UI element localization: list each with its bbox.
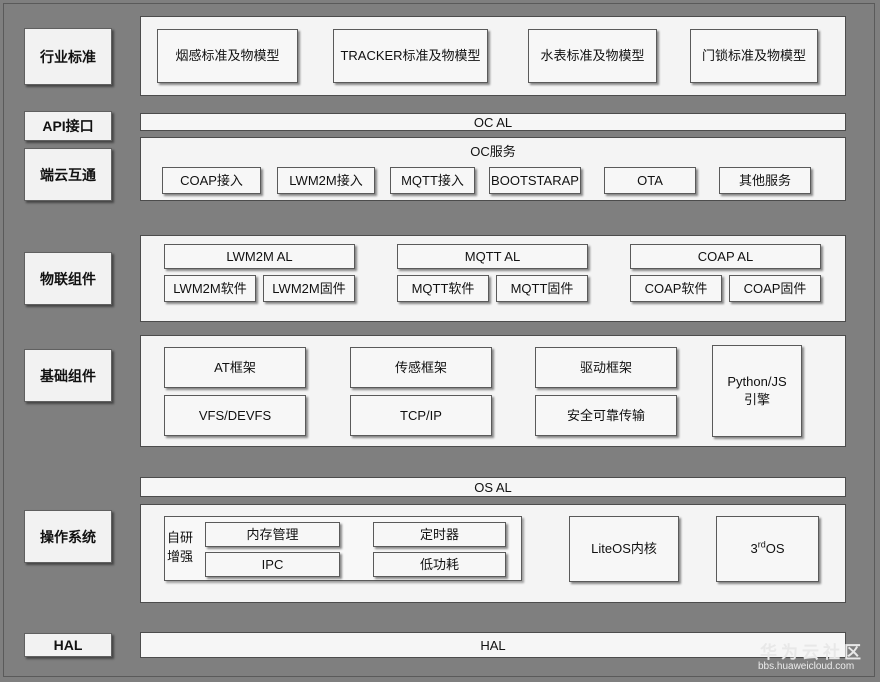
oc-item-bootstrap-label: BOOTSTARAP: [491, 172, 579, 188]
coap-firmware-label: COAP固件: [743, 280, 807, 296]
layer-label-edge-cloud-text: 端云互通: [40, 166, 96, 183]
self-developed-label: 自研 增强: [167, 528, 193, 566]
ipc: IPC: [205, 552, 340, 577]
standard-tracker: TRACKER标准及物模型: [333, 29, 488, 83]
oc-item-lwm2m: LWM2M接入: [277, 167, 375, 194]
coap-al: COAP AL: [630, 244, 821, 269]
lwm2m-firmware: LWM2M固件: [263, 275, 355, 302]
standard-smoke: 烟感标准及物模型: [157, 29, 298, 83]
oc-al-label: OC AL: [473, 114, 513, 130]
oc-al-bar: OC AL: [140, 113, 846, 131]
oc-item-other: 其他服务: [719, 167, 811, 194]
tcp-ip: TCP/IP: [350, 395, 492, 436]
coap-firmware: COAP固件: [729, 275, 821, 302]
diagram-frame: [3, 3, 875, 677]
coap-software: COAP软件: [630, 275, 722, 302]
lwm2m-software-label: LWM2M软件: [173, 280, 247, 296]
standard-tracker-label: TRACKER标准及物模型: [340, 48, 481, 63]
timer: 定时器: [373, 522, 506, 547]
oc-item-mqtt: MQTT接入: [390, 167, 475, 194]
at-framework-label: AT框架: [214, 359, 256, 375]
third-os-sup: rd: [757, 539, 766, 550]
mqtt-firmware: MQTT固件: [496, 275, 588, 302]
layer-label-edge-cloud: 端云互通: [24, 148, 112, 201]
sensor-framework: 传感框架: [350, 347, 492, 388]
layer-label-api: API接口: [24, 111, 112, 141]
watermark-url: bbs.huaweicloud.com: [758, 661, 855, 672]
oc-item-mqtt-label: MQTT接入: [401, 172, 464, 188]
mqtt-al-label: MQTT AL: [464, 248, 521, 264]
liteos-kernel-label: LiteOS内核: [591, 541, 657, 556]
driver-framework: 驱动框架: [535, 347, 677, 388]
third-os-suffix: OS: [765, 541, 785, 556]
third-party-os: 3rdOS: [716, 516, 819, 582]
oc-item-ota-label: OTA: [637, 172, 663, 188]
secure-transport-label: 安全可靠传输: [566, 407, 645, 423]
mqtt-software-label: MQTT软件: [411, 280, 475, 296]
lwm2m-software: LWM2M软件: [164, 275, 256, 302]
layer-label-base: 基础组件: [24, 349, 112, 402]
oc-item-bootstrap: BOOTSTARAP: [489, 167, 581, 194]
liteos-kernel: LiteOS内核: [569, 516, 679, 582]
oc-item-lwm2m-label: LWM2M接入: [289, 172, 363, 188]
mqtt-al: MQTT AL: [397, 244, 588, 269]
third-party-os-label: 3rdOS: [750, 540, 784, 558]
standard-smoke-label: 烟感标准及物模型: [175, 48, 280, 63]
standard-water-meter: 水表标准及物模型: [528, 29, 657, 83]
driver-framework-label: 驱动框架: [579, 359, 632, 375]
oc-service-title: OC服务: [470, 144, 516, 159]
oc-item-coap: COAP接入: [162, 167, 261, 194]
script-engine-line1: Python/JS: [727, 374, 787, 389]
secure-transport: 安全可靠传输: [535, 395, 677, 436]
oc-item-other-label: 其他服务: [738, 172, 791, 188]
low-power: 低功耗: [373, 552, 506, 577]
standard-door-lock-label: 门锁标准及物模型: [701, 48, 806, 63]
mqtt-firmware-label: MQTT固件: [510, 280, 574, 296]
script-engine-line2: 引擎: [743, 392, 770, 407]
low-power-label: 低功耗: [419, 556, 459, 572]
hal-bar: HAL: [140, 632, 846, 658]
layer-label-os: 操作系统: [24, 510, 112, 563]
oc-item-ota: OTA: [604, 167, 696, 194]
layer-label-hal: HAL: [24, 633, 112, 657]
standard-water-meter-label: 水表标准及物模型: [540, 48, 645, 63]
os-al-label: OS AL: [474, 479, 512, 495]
lwm2m-al: LWM2M AL: [164, 244, 355, 269]
layer-label-iot-text: 物联组件: [40, 270, 96, 287]
layer-label-industry: 行业标准: [24, 28, 112, 85]
script-engine: Python/JS 引擎: [712, 345, 802, 437]
os-al-bar: OS AL: [140, 477, 846, 497]
layer-label-iot: 物联组件: [24, 252, 112, 305]
vfs-devfs: VFS/DEVFS: [164, 395, 306, 436]
tcp-ip-label: TCP/IP: [400, 407, 442, 423]
layer-label-industry-text: 行业标准: [40, 48, 96, 65]
memory-management-label: 内存管理: [246, 526, 299, 542]
at-framework: AT框架: [164, 347, 306, 388]
layer-label-api-text: API接口: [42, 118, 94, 134]
coap-al-label: COAP AL: [697, 248, 754, 264]
lwm2m-firmware-label: LWM2M固件: [272, 280, 346, 296]
self-developed-line1: 自研: [167, 530, 194, 545]
coap-software-label: COAP软件: [644, 280, 708, 296]
lwm2m-al-label: LWM2M AL: [226, 248, 293, 264]
ipc-label: IPC: [261, 556, 284, 572]
standard-door-lock: 门锁标准及物模型: [690, 29, 818, 83]
hal-bar-label: HAL: [480, 637, 506, 653]
layer-label-os-text: 操作系统: [40, 528, 96, 545]
watermark-brand: 华为云社区: [760, 643, 865, 662]
sensor-framework-label: 传感框架: [394, 359, 447, 375]
self-developed-line2: 增强: [167, 549, 194, 564]
third-os-prefix: 3: [750, 541, 758, 556]
layer-label-base-text: 基础组件: [40, 367, 96, 384]
vfs-devfs-label: VFS/DEVFS: [198, 407, 272, 423]
timer-label: 定时器: [419, 526, 459, 542]
mqtt-software: MQTT软件: [397, 275, 489, 302]
layer-label-hal-text: HAL: [53, 637, 83, 653]
oc-item-coap-label: COAP接入: [180, 172, 243, 188]
memory-management: 内存管理: [205, 522, 340, 547]
